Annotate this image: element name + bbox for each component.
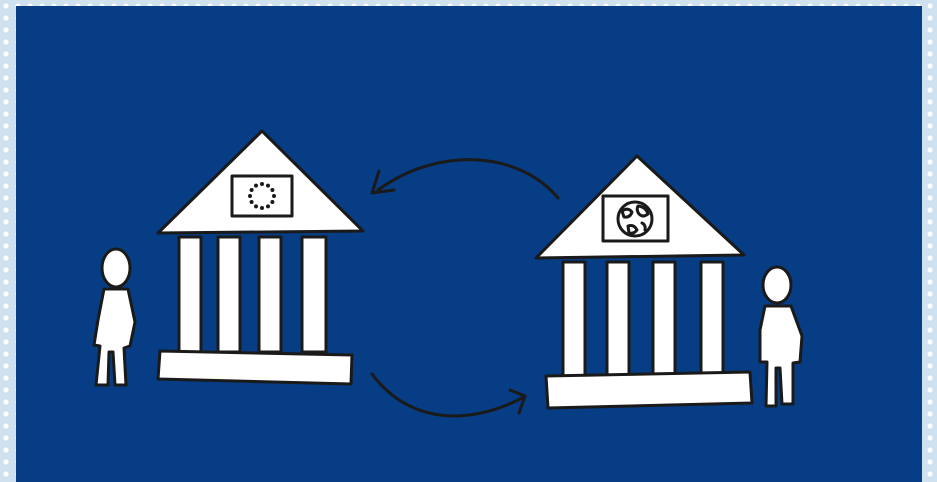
right-column-4 [701,262,723,377]
left-column-2 [218,237,240,352]
eu-star [272,194,276,198]
right-person-head [763,267,791,303]
eu-star [250,188,254,192]
eu-star [250,200,254,204]
left-person [94,249,135,385]
right-column-3 [653,262,675,377]
left-column-1 [179,237,201,352]
eu-star [248,194,252,198]
right-column-1 [563,262,585,377]
right-column-2 [607,262,629,377]
eu-star [270,188,274,192]
left-column-3 [259,237,281,352]
left-person-body [94,289,135,385]
left-base [158,351,352,384]
arrow-left-icon [372,160,558,198]
right-person [760,267,802,406]
left-building [158,131,363,384]
left-columns [179,237,326,352]
arrow-right-icon [372,374,525,416]
right-person-body [760,306,802,406]
right-building [536,156,752,408]
eu-star [270,200,274,204]
eu-star [260,182,264,186]
right-base [546,372,752,408]
eu-star [266,184,270,188]
globe-icon [618,202,652,236]
left-column-4 [302,237,326,352]
eu-star [260,206,264,210]
eu-star [254,184,258,188]
eu-star [266,204,270,208]
right-columns [563,262,723,377]
left-person-head [102,249,130,287]
eu-star [254,204,258,208]
